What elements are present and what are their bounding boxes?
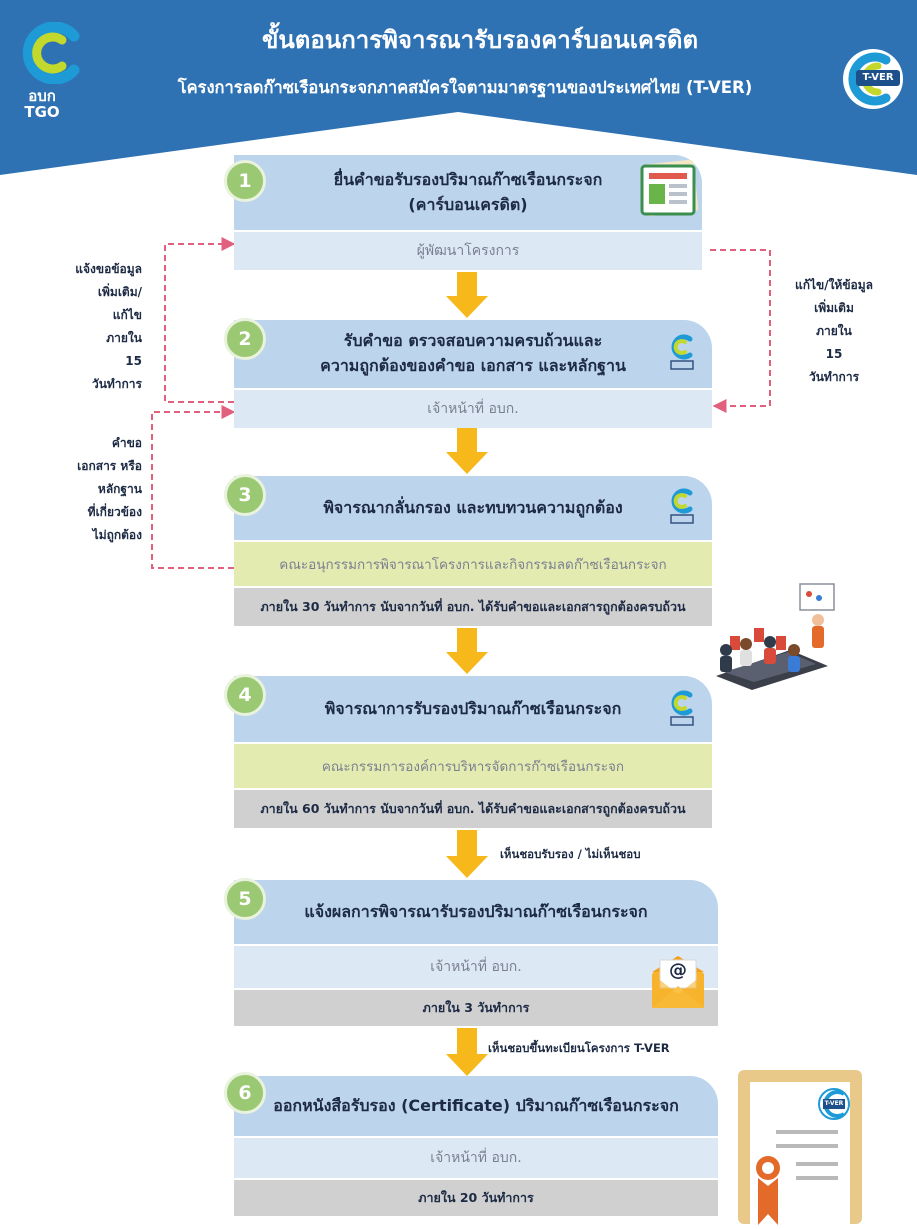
step-4-card: พิจารณาการรับรองปริมาณก๊าซเรือนกระจก คณะ… [234,676,712,828]
step-1-number: 1 [224,160,266,202]
step-5-title-band: แจ้งผลการพิจารณารับรองปริมาณก๊าซเรือนกระ… [234,880,718,944]
step-1-title-line2: (คาร์บอนเครดิต) [408,194,528,214]
certificate-logo-text: T-VER [823,1099,845,1109]
tgo-small-icon [670,488,694,524]
step-5-timeline: ภายใน 3 วันทำการ [234,990,718,1026]
certificate-icon: T-VER [736,1068,866,1225]
step-6-responsible: เจ้าหน้าที่ อบก. [234,1138,718,1178]
flow-arrow-4-5 [446,830,488,878]
step-3-timeline: ภายใน 30 วันทำการ นับจากวันที่ อบก. ได้ร… [234,588,712,626]
step-5-title: แจ้งผลการพิจารณารับรองปริมาณก๊าซเรือนกระ… [304,901,648,921]
step-6-title-band: ออกหนังสือรับรอง (Certificate) ปริมาณก๊า… [234,1076,718,1136]
dashed-connector-right [710,249,771,413]
step-2-title-line2: ความถูกต้องของคำขอ เอกสาร และหลักฐาน [320,356,626,375]
step-3-card: พิจารณากลั่นกรอง และทบทวนความถูกต้อง คณะ… [234,476,712,626]
flow-arrow-2-3 [446,428,488,474]
tgo-small-icon [670,334,694,370]
step-1-title: ยื่นคำขอรับรองปริมาณก๊าซเรือนกระจก [333,169,603,189]
step-2-title-band: รับคำขอ ตรวจสอบความครบถ้วนและ ความถูกต้อ… [234,320,712,388]
step-5-card: แจ้งผลการพิจารณารับรองปริมาณก๊าซเรือนกระ… [234,880,718,1026]
page-title: ขั้นตอนการพิจารณารับรองคาร์บอนเครดิต [261,26,699,54]
step-6-card: ออกหนังสือรับรอง (Certificate) ปริมาณก๊า… [234,1076,718,1216]
tgo-small-icon [670,690,694,726]
dashed-connector-left-bottom [151,405,236,569]
step-3-number: 3 [224,474,266,516]
tgo-logo-thai: อบก [28,87,56,105]
step-6-title: ออกหนังสือรับรอง (Certificate) ปริมาณก๊า… [273,1095,679,1115]
step-2-number: 2 [224,318,266,360]
step-4-title: พิจารณาการรับรองปริมาณก๊าซเรือนกระจก [324,698,622,718]
step-4-timeline: ภายใน 60 วันทำการ นับจากวันที่ อบก. ได้ร… [234,790,712,828]
decision-label: เห็นชอบรับรอง / ไม่เห็นชอบ [500,847,641,861]
step-4-number: 4 [224,674,266,716]
meeting-illustration-icon [716,583,835,690]
step-4-title-band: พิจารณาการรับรองปริมาณก๊าซเรือนกระจก [234,676,712,742]
tgo-logo-mark [22,21,80,85]
step-3-responsible: คณะอนุกรรมการพิจารณาโครงการและกิจกรรมลดก… [234,542,712,586]
email-icon: @ [648,954,708,1010]
tver-logo: T-VER [842,48,904,110]
flow-arrow-5-6 [446,1028,488,1076]
step-2-title: รับคำขอ ตรวจสอบความครบถ้วนและ [343,331,603,351]
dashed-connector-left-top [164,237,236,403]
step-1-responsible: ผู้พัฒนาโครงการ [234,232,702,270]
step-5-responsible: เจ้าหน้าที่ อบก. [234,946,718,988]
side-note-left-top: แจ้งขอข้อมูล เพิ่มเติม/ แก้ไข ภายใน 15 ว… [75,262,142,391]
tgo-logo-english: TGO [24,103,60,121]
side-note-right: แก้ไข/ให้ข้อมูล เพิ่มเติม ภายใน 15 วันทำ… [794,278,874,384]
step-2-card: รับคำขอ ตรวจสอบความครบถ้วนและ ความถูกต้อ… [234,320,712,428]
registration-label: เห็นชอบขึ้นทะเบียนโครงการ T-VER [488,1041,670,1055]
step-3-title-band: พิจารณากลั่นกรอง และทบทวนความถูกต้อง [234,476,712,540]
step-6-timeline: ภายใน 20 วันทำการ [234,1180,718,1216]
email-at-symbol: @ [669,960,687,981]
tver-logo-text: T-VER [856,70,900,86]
step-1-title-band: ยื่นคำขอรับรองปริมาณก๊าซเรือนกระจก (คาร์… [234,155,702,230]
step-5-number: 5 [224,878,266,920]
page-subtitle: โครงการลดก๊าซเรือนกระจกภาคสมัครใจตามมาตร… [177,78,753,97]
side-note-left-bottom: คำขอ เอกสาร หรือ หลักฐาน ที่เกี่ยวข้อง ไ… [77,436,142,542]
flow-arrow-1-2 [446,272,488,318]
tgo-logo: อบก TGO [12,21,92,122]
step-3-title: พิจารณากลั่นกรอง และทบทวนความถูกต้อง [323,497,623,517]
step-1-card: ยื่นคำขอรับรองปริมาณก๊าซเรือนกระจก (คาร์… [234,155,702,270]
flow-arrow-3-4 [446,628,488,674]
document-icon [640,160,699,217]
step-2-responsible: เจ้าหน้าที่ อบก. [234,390,712,428]
step-4-responsible: คณะกรรมการองค์การบริหารจัดการก๊าซเรือนกร… [234,744,712,788]
step-6-number: 6 [224,1072,266,1114]
header-banner [0,0,917,175]
